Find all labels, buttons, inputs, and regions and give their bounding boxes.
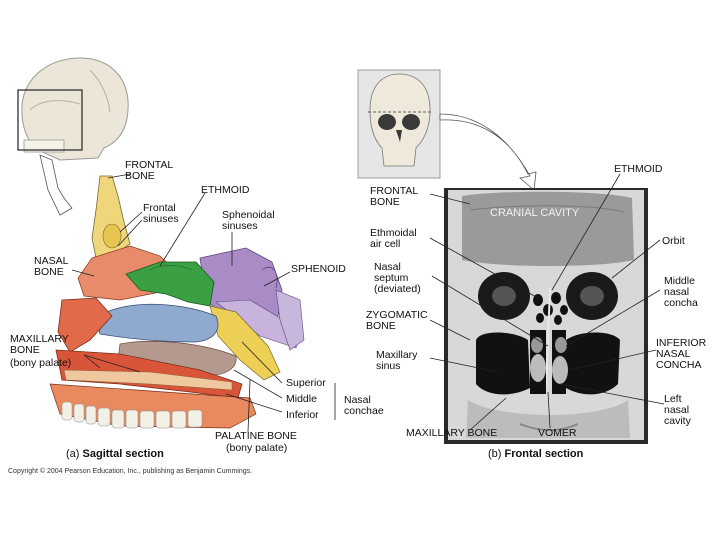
label-inferior: Inferior: [286, 409, 319, 421]
label-palatine-bone: PALATINE BONE: [215, 430, 297, 442]
label-maxillary-bone-left: MAXILLARY BONE: [10, 333, 69, 356]
label-nasal-septum: Nasal septum (deviated): [374, 261, 421, 295]
skull-thumbnail-left: [17, 57, 129, 161]
label-nasal-bone: NASAL BONE: [34, 255, 69, 278]
label-frontal-bone-right: FRONTAL BONE: [370, 185, 419, 208]
label-orbit: Orbit: [662, 235, 685, 247]
label-bony-palate-left: (bony palate): [10, 357, 72, 369]
sagittal-section-drawing: [49, 175, 305, 429]
ct-frontal-scan: [444, 188, 648, 444]
leader-lines-right: [429, 173, 665, 431]
label-ethmoidal-air-cell: Ethmoidal air cell: [370, 227, 417, 250]
caption-right: (b) Frontal section: [488, 448, 583, 460]
label-frontal-bone-left: FRONTAL BONE: [125, 159, 174, 182]
caption-left-text: Sagittal section: [82, 448, 164, 460]
leader-lines-left: [71, 173, 336, 433]
label-sphenoidal-sinuses: Sphenoidal sinuses: [222, 209, 275, 232]
label-cranial-cavity: CRANIAL CAVITY: [490, 207, 580, 219]
label-vomer: VOMER: [538, 427, 577, 439]
caption-right-letter: (b): [488, 448, 502, 460]
label-superior: Superior: [286, 377, 326, 389]
label-ethmoid-right: ETHMOID: [614, 163, 663, 175]
label-bony-palate-bottom: (bony palate): [226, 442, 288, 454]
label-left-nasal-cavity: Left nasal cavity: [664, 393, 691, 427]
label-middle: Middle: [286, 393, 317, 405]
label-frontal-sinuses: Frontal sinuses: [143, 202, 179, 225]
caption-left: (a) Sagittal section: [66, 448, 164, 460]
label-maxillary-sinus: Maxillary sinus: [376, 349, 418, 372]
label-ethmoid-left: ETHMOID: [201, 184, 250, 196]
skull-thumbnail-right: [357, 69, 441, 179]
label-inferior-nasal-concha: INFERIOR NASAL CONCHA: [656, 337, 707, 371]
label-middle-nasal-concha: Middle nasal concha: [664, 275, 698, 309]
label-maxillary-bone-right: MAXILLARY BONE: [406, 427, 498, 439]
caption-right-text: Frontal section: [504, 448, 584, 460]
pointer-arrow-left: [39, 154, 73, 216]
copyright-text: Copyright © 2004 Pearson Education, Inc.…: [8, 468, 253, 475]
selection-box: [17, 89, 83, 151]
caption-left-letter: (a): [66, 448, 80, 460]
label-sphenoid: SPHENOID: [291, 263, 346, 275]
label-nasal-conchae: Nasal conchae: [344, 394, 384, 417]
label-zygomatic-bone: ZYGOMATIC BONE: [366, 309, 428, 332]
pointer-arrow-right: [439, 113, 537, 191]
